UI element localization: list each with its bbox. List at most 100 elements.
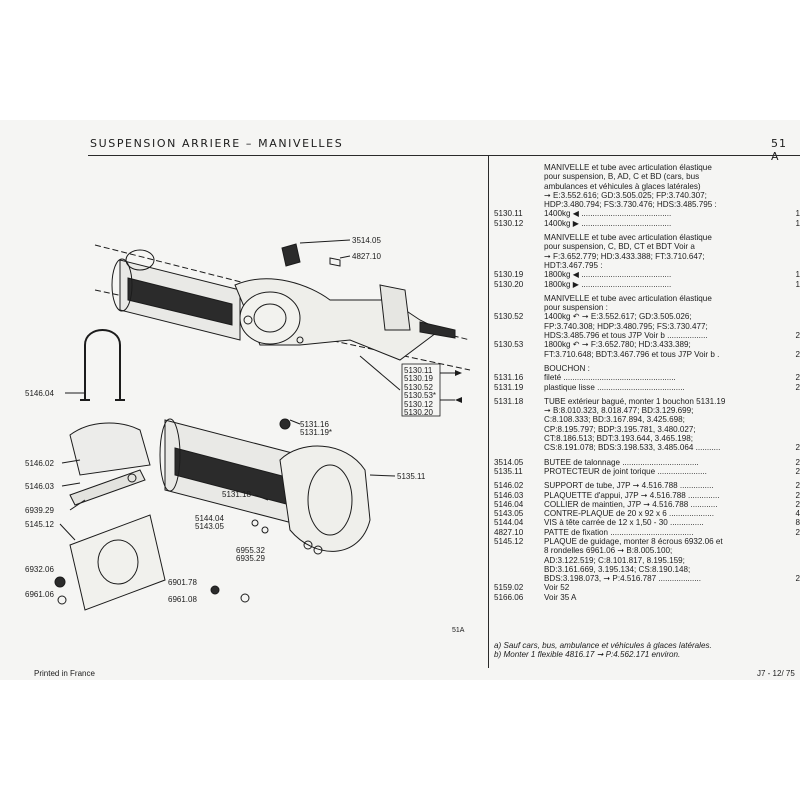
page-reference: 51 A [771,137,787,163]
part-desc: PLAQUE de guidage, monter 8 écrous 6932.… [544,536,723,546]
callout-5144-04: 5144.04 [195,514,224,523]
part-qty: 8 [795,518,800,528]
part-desc: ➞ B:8.010.323, 8.018.477; BD:3.129.699; [544,406,694,416]
part-qty [792,556,800,565]
part-ref: 5135.11 [494,466,523,476]
parts-row: CT:8.186.513; BDT:3.193.644, 3.465.198; [494,434,800,443]
part-qty [792,425,800,434]
part-ref: 5146.04 [494,499,524,509]
part-desc: ambulances et véhicules à glaces latéral… [544,181,701,191]
callout-5130-20: 5130.20 [404,408,433,417]
parts-row: 5130.19 1800kg ◀ ........................… [494,270,800,279]
part-qty: 2 [795,490,800,500]
part-ref: 5130.11 [494,209,523,219]
part-ref: 4827.10 [494,527,524,537]
part-ref [494,200,544,209]
part-qty [792,200,800,209]
parts-row: ➞ E:3.552.616; GD:3.505.025; FP:3.740.30… [494,191,800,200]
part-qty [792,537,800,546]
callout-6961-06: 6961.06 [25,590,54,599]
part-desc: 1400kg ▶ ...............................… [544,218,672,228]
part-desc: ➞ E:3.552.616; GD:3.505.025; FP:3.740.30… [544,190,707,200]
column-divider [488,156,489,668]
part-qty: 2 [795,527,800,537]
page-title: SUSPENSION ARRIERE – MANIVELLES [90,137,344,150]
part-ref [494,574,544,583]
part-qty: 1 [795,209,800,219]
part-qty [792,565,800,574]
callout-5146-04: 5146.04 [25,389,54,398]
part-ref: 5144.04 [494,518,524,528]
part-desc: MANIVELLE et tube avec articulation élas… [544,163,712,172]
part-qty [792,406,800,415]
footnote-b: b) Monter 1 flexible 4816.17 ➞ P:4.562.1… [494,650,681,660]
parts-row: BD:3.161.669, 3.195.134; CS:8.190.148; [494,565,800,574]
parts-row: 5145.12 PLAQUE de guidage, monter 8 écrou… [494,537,800,546]
part-desc: HDS:3.485.796 et tous J7P Voir b .......… [544,331,708,341]
part-qty: 1 [795,218,800,228]
parts-row: MANIVELLE et tube avec articulation élas… [494,163,800,172]
callout-5130-19: 5130.19 [404,374,433,383]
part-qty [792,434,800,443]
part-ref: 5130.53 [494,340,524,350]
parts-row: HDT:3.467.795 : [494,261,800,270]
part-qty: 2 [795,382,800,392]
part-desc: PLAQUETTE d'appui, J7P ➞ 4.516.788 .....… [544,490,720,500]
callout-5130-52: 5130.52 [404,383,433,392]
parts-row: HDS:3.485.796 et tous J7P Voir b .......… [494,331,800,340]
part-qty [792,415,800,424]
part-desc: fileté .................................… [544,373,676,383]
part-qty [792,191,800,200]
part-qty: 4 [795,509,800,519]
part-desc: FP:3.740.308; HDP:3.480.795; FS:3.730.47… [544,321,708,331]
part-ref: 5145.12 [494,536,524,546]
part-qty [792,172,800,181]
part-qty [792,261,800,270]
part-ref [494,565,544,574]
part-ref [494,415,544,424]
part-desc: 1800kg ◀ ...............................… [544,270,672,280]
part-desc: BDS:3.198.073, ➞ P:4.516.787 ...........… [544,574,702,584]
part-desc: MANIVELLE et tube avec articulation élas… [544,293,712,303]
part-ref: 5131.18 [494,396,524,406]
part-ref [494,252,544,261]
part-qty [792,163,800,172]
part-ref [494,182,544,191]
part-desc: plastique lisse ........................… [544,382,685,392]
part-desc: MANIVELLE et tube avec articulation élas… [544,233,712,243]
parts-row: AD:3.122.519; C:8.101.817, 8.195.159; [494,556,800,565]
part-ref: 5130.12 [494,218,524,228]
callout-5131-19: 5131.19* [300,428,333,437]
footnotes: a) Sauf cars, bus, ambulance et véhicule… [494,641,712,660]
callout-6955-32: 6955.32 [236,546,265,555]
part-ref: 5130.19 [494,270,524,280]
callout-5131-18: 5131.18 [222,490,251,499]
part-qty: 2 [795,349,800,359]
part-desc: BOUCHON : [544,363,590,373]
part-ref [494,364,544,373]
part-ref [494,172,544,181]
callout-5130-12: 5130.12 [404,400,433,409]
part-ref [494,163,544,172]
parts-row: 8 rondelles 6961.06 ➞ B:8.005.100; [494,546,800,555]
part-ref [494,406,544,415]
part-ref [494,350,544,359]
part-ref [494,294,544,303]
parts-row: MANIVELLE et tube avec articulation élas… [494,294,800,303]
callout-5131-16: 5131.16 [300,420,329,429]
part-qty: 2 [795,499,800,509]
part-ref [494,191,544,200]
part-ref: 5143.05 [494,509,524,519]
part-ref [494,546,544,555]
part-desc: BD:3.161.669, 3.195.134; CS:8.190.148; [544,564,691,574]
part-ref: 5131.16 [494,373,524,383]
part-qty [792,182,800,191]
part-qty: 1 [795,270,800,280]
parts-row: CS:8.191.078; BDS:3.198.533, 3.485.064 .… [494,443,800,452]
callout-6939-29: 6939.29 [25,506,54,515]
